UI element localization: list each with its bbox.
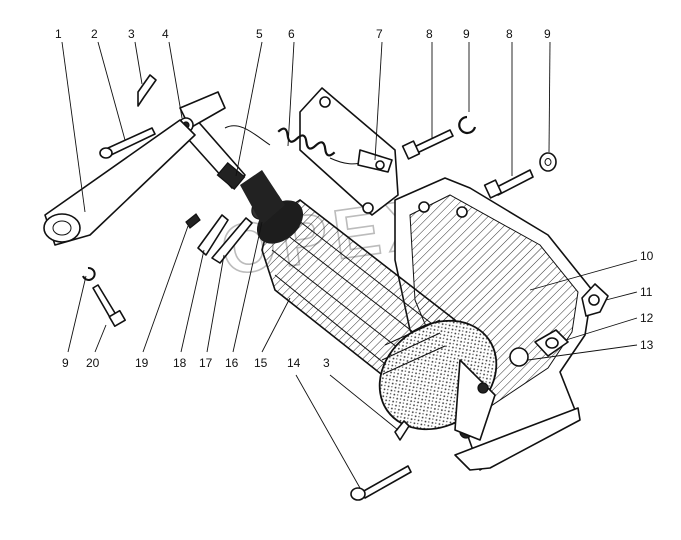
callout-11: 11 [640, 285, 653, 299]
callout-14: 14 [287, 356, 301, 370]
pin-19 [185, 213, 201, 229]
callout-20: 20 [86, 356, 100, 370]
callout-9a: 9 [463, 27, 470, 41]
bolt-2 [99, 127, 156, 159]
mounting-plate [299, 87, 399, 216]
callout-6: 6 [288, 27, 295, 41]
rubber-boot [240, 170, 304, 244]
cotter-pin-3-lower [394, 420, 410, 441]
callout-2: 2 [91, 27, 98, 41]
callout-1: 1 [55, 27, 62, 41]
callout-10: 10 [640, 249, 654, 263]
washer-9-b [539, 152, 557, 172]
spring-hook [357, 149, 393, 173]
callout-16: 16 [225, 356, 239, 370]
callout-9c: 9 [62, 356, 69, 370]
callout-18: 18 [173, 356, 187, 370]
callouts: 1 2 3 4 5 6 7 8 9 8 9 10 11 12 13 9 20 [55, 27, 654, 489]
pin-17 [211, 217, 253, 264]
lever-arm [43, 119, 196, 246]
bolt-8-lower [483, 169, 534, 199]
callout-3a: 3 [128, 27, 135, 41]
callout-8b: 8 [506, 27, 513, 41]
callout-4: 4 [162, 27, 169, 41]
callout-17: 17 [199, 356, 213, 370]
washer-9-a [458, 115, 477, 135]
callout-15: 15 [254, 356, 268, 370]
callout-13: 13 [640, 338, 654, 352]
bolt-8-upper [401, 129, 454, 160]
callout-5: 5 [256, 27, 263, 41]
bolt-14 [350, 465, 412, 501]
nut-12 [534, 329, 569, 357]
callout-9b: 9 [544, 27, 551, 41]
bolt-20 [92, 284, 126, 327]
callout-7: 7 [376, 27, 383, 41]
callout-3b: 3 [323, 356, 330, 370]
callout-12: 12 [640, 311, 654, 325]
fitting-11 [581, 283, 609, 317]
cotter-pin-3-upper [137, 74, 157, 107]
callout-19: 19 [135, 356, 149, 370]
cylinder-end-cap [378, 319, 498, 441]
callout-8a: 8 [426, 27, 433, 41]
washer-9-c [82, 266, 96, 281]
